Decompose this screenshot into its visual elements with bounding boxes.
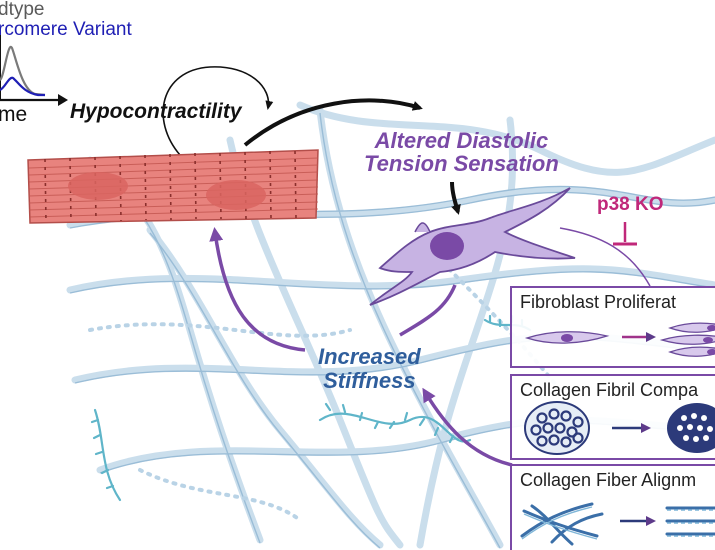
hypocontractility-label: Hypocontractility	[70, 100, 242, 123]
panel-collagen-fibril-compaction: Collagen Fibril Compa	[510, 374, 715, 460]
fibroblast-to-panels-line	[559, 227, 651, 287]
compaction-illustration	[524, 401, 715, 455]
p38-ko-label: p38 KO	[597, 194, 664, 215]
panel-title: Collagen Fiber Alignm	[520, 470, 697, 490]
collagen-fiber	[416, 116, 517, 549]
fibroblast-nucleus	[430, 232, 464, 260]
myocyte-nucleus	[68, 172, 128, 200]
panel-title: Collagen Fibril Compa	[520, 380, 699, 400]
altered-tension-line1: Altered Diastolic	[374, 128, 549, 153]
collagen-fiber	[146, 226, 384, 549]
stiffness-label: Increased Stiffness	[318, 345, 421, 393]
hypo-to-tension-arrow	[243, 98, 423, 147]
graph-x-label: me	[0, 103, 28, 126]
stiffness-to-myocyte-arrow	[209, 227, 306, 352]
graph-arrow-icon	[58, 94, 68, 106]
cardiomyocyte	[27, 149, 319, 224]
panel-title: Fibroblast Proliferat	[520, 292, 677, 312]
stiffness-line2: Stiffness	[323, 367, 416, 393]
altered-tension-line2: Tension Sensation	[364, 151, 559, 177]
legend-variant: rcomere Variant	[0, 19, 132, 40]
wildtype-curve	[0, 45, 46, 97]
fibril	[318, 412, 472, 443]
altered-tension-label: Altered Diastolic Tension Sensation	[364, 129, 559, 175]
stiffness-line1: Increased	[318, 344, 421, 369]
collagen-fiber	[296, 101, 715, 176]
collagen-fiber	[66, 265, 715, 294]
panel-collagen-fiber-alignment: Collagen Fiber Alignm	[510, 464, 715, 550]
tension-to-fibroblast-arrow	[450, 181, 461, 215]
alignment-illustration	[520, 502, 715, 546]
legend-wildtype: dtype	[0, 0, 45, 20]
remodeling-to-stiffness-arrow	[422, 387, 513, 467]
proliferation-illustration	[524, 322, 715, 357]
panel-fibroblast-proliferation: Fibroblast Proliferat	[510, 286, 715, 368]
feedback-loop-arrow	[162, 66, 274, 156]
fibroblast-to-stiffness-arrow	[399, 284, 457, 337]
fibroblast	[369, 187, 576, 306]
variant-curve	[0, 76, 45, 97]
myocyte-nucleus	[206, 180, 266, 210]
